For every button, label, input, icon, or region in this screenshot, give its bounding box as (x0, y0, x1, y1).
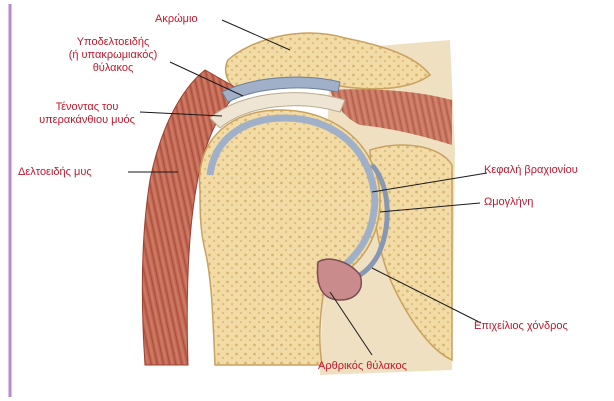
label-capsule: Αρθρικός θύλακος (318, 360, 407, 373)
label-labrum: Επιχείλιος χόνδρος (474, 320, 568, 333)
label-glenoid: Ωμογλήνη (484, 196, 533, 209)
tendon-line-2: υπερακάνθιου μυός (32, 114, 142, 127)
label-deltoid: Δελτοειδής μυς (18, 166, 92, 179)
glenoid-text: Ωμογλήνη (484, 196, 533, 209)
label-humeral-head: Κεφαλή βραχιονίου (484, 164, 578, 177)
bursa-line-1: Υποδελτοειδής (53, 36, 173, 49)
label-supraspinatus-tendon: Τένοντας του υπερακάνθιου μυός (32, 101, 142, 127)
labrum-text: Επιχείλιος χόνδρος (474, 320, 568, 333)
acromion-text: Ακρώμιο (155, 13, 198, 26)
deltoid-text: Δελτοειδής μυς (18, 166, 92, 179)
bursa-line-2: (ή υπακρωμιακός) (53, 49, 173, 62)
bursa-line-3: θύλακος (53, 62, 173, 75)
humeral-head-text: Κεφαλή βραχιονίου (484, 164, 578, 177)
label-subdeltoid-bursa: Υποδελτοειδής (ή υπακρωμιακός) θύλακος (53, 36, 173, 75)
tendon-line-1: Τένοντας του (32, 101, 142, 114)
capsule-text: Αρθρικός θύλακος (318, 360, 407, 373)
label-acromion: Ακρώμιο (155, 13, 198, 26)
